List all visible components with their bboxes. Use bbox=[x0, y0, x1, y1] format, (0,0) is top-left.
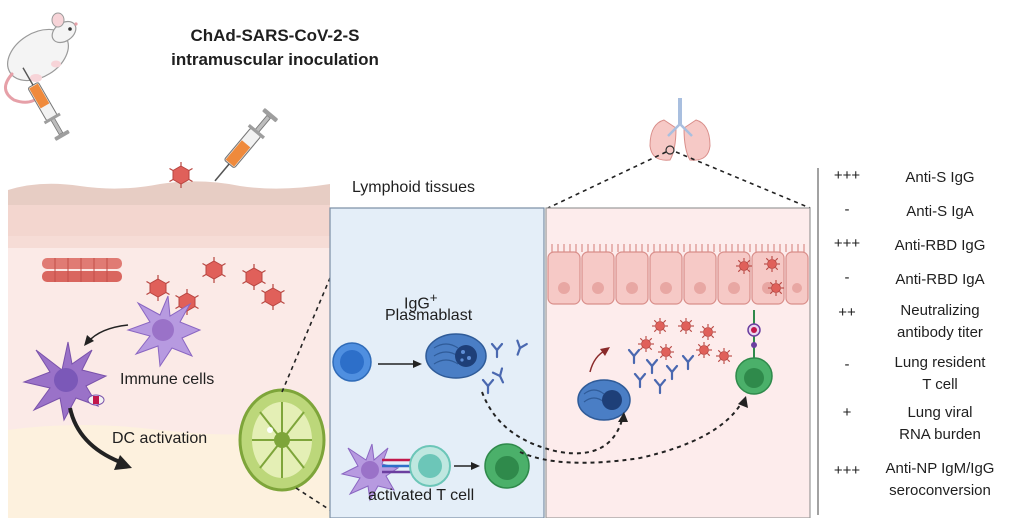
virus-particle bbox=[677, 317, 695, 335]
virus-particle bbox=[651, 317, 669, 335]
plasmablast-label: Plasmablast bbox=[385, 307, 473, 324]
lung-icon bbox=[649, 98, 711, 161]
virus-particle bbox=[699, 323, 717, 341]
readout-level: +++ bbox=[833, 235, 861, 252]
readout-level: - bbox=[844, 269, 850, 286]
lymph-node-icon bbox=[238, 388, 326, 492]
mouse-icon bbox=[4, 12, 78, 104]
trafficking-arrow bbox=[519, 401, 743, 464]
dendritic-cell-icon bbox=[340, 443, 400, 502]
zoom-line bbox=[547, 151, 667, 209]
virus-particle bbox=[715, 347, 733, 365]
readout-label: Anti-RBD IgA bbox=[895, 271, 985, 288]
title-line-1: ChAd-SARS-CoV-2-S bbox=[190, 26, 360, 45]
virus-particle bbox=[657, 343, 675, 361]
muscle-fibers bbox=[42, 258, 122, 282]
zoom-line bbox=[295, 487, 331, 511]
readout-label: Anti-RBD IgG bbox=[894, 237, 986, 254]
plasmablast-icon bbox=[577, 379, 631, 421]
muscle-tissue-panel bbox=[8, 161, 330, 518]
resident-t-cell-icon bbox=[735, 310, 773, 395]
syringe-icon bbox=[206, 106, 280, 189]
arrow-icon bbox=[68, 407, 121, 464]
readout-label: Anti-S IgG bbox=[905, 169, 975, 186]
readout-label: Anti-S IgA bbox=[906, 203, 974, 220]
dendritic-cell-icon bbox=[22, 341, 108, 422]
readout-level: - bbox=[844, 201, 850, 218]
readout-level: + bbox=[842, 404, 852, 421]
lymphoid-label: Lymphoid tissues bbox=[352, 179, 476, 196]
cilia bbox=[551, 244, 805, 252]
igg-label: IgG+ bbox=[404, 290, 438, 313]
readout-level: +++ bbox=[833, 462, 861, 479]
title-line-2: intramuscular inoculation bbox=[171, 50, 379, 69]
readout-level: ++ bbox=[838, 304, 856, 321]
virus-particle bbox=[637, 335, 655, 353]
epithelial-cells bbox=[547, 251, 809, 305]
igg-superscript: + bbox=[429, 290, 438, 305]
readout-level: - bbox=[844, 356, 850, 373]
lymphoid-panel bbox=[329, 207, 545, 518]
tcr-complex-icon bbox=[382, 458, 412, 474]
immune-cell-icon bbox=[126, 295, 202, 368]
readout-level: +++ bbox=[833, 167, 861, 184]
virus-particle bbox=[695, 341, 713, 359]
zoom-line bbox=[675, 151, 811, 209]
virus-particle bbox=[763, 255, 781, 273]
activated-t-cell-label: activated T cell bbox=[368, 487, 475, 504]
virus-particle bbox=[735, 257, 753, 275]
lung-tissue-panel bbox=[545, 207, 811, 518]
immune-cells-label: Immune cells bbox=[120, 371, 215, 388]
dc-activation-label: DC activation bbox=[112, 430, 208, 447]
virus-particle bbox=[767, 279, 785, 297]
plasmablast-icon bbox=[425, 333, 487, 379]
